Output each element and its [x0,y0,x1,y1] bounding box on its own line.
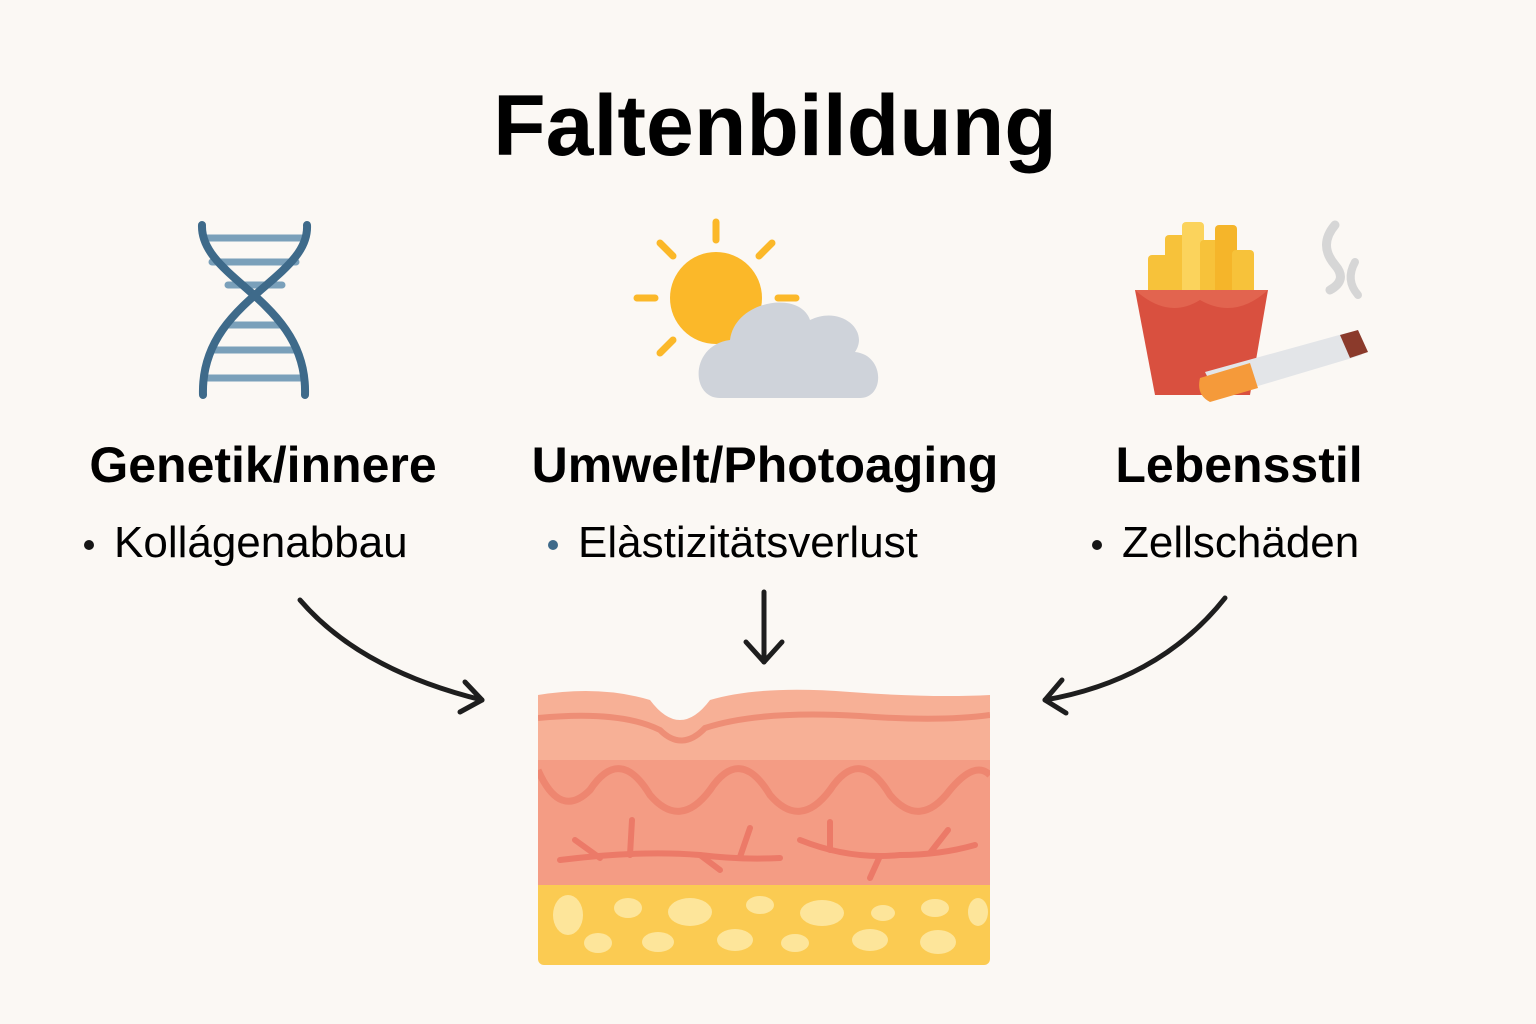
bullet-dot [84,540,94,550]
fries-cigarette-icon [1135,220,1368,402]
dna-icon [197,221,312,399]
bullet-dot [548,540,558,550]
heading-genetics: Genetik/innere [89,437,436,493]
arrow-left-icon [297,597,485,715]
bullet-dot [1092,540,1102,550]
heading-lifestyle: Lebensstil [1115,437,1362,493]
page-title: Faltenbildung [493,78,1057,174]
arrow-down-icon [743,589,785,665]
bullet-cell-damage: Zellschäden [1122,518,1359,567]
bullet-collagen: Kollágenabbau [114,518,408,567]
bullet-elasticity: Elàstizitätsverlust [578,518,918,567]
skin-cross-section-icon [538,689,990,965]
sun-cloud-icon [633,218,879,398]
arrow-right-icon [1042,595,1228,716]
heading-environment: Umwelt/Photoaging [532,437,999,493]
